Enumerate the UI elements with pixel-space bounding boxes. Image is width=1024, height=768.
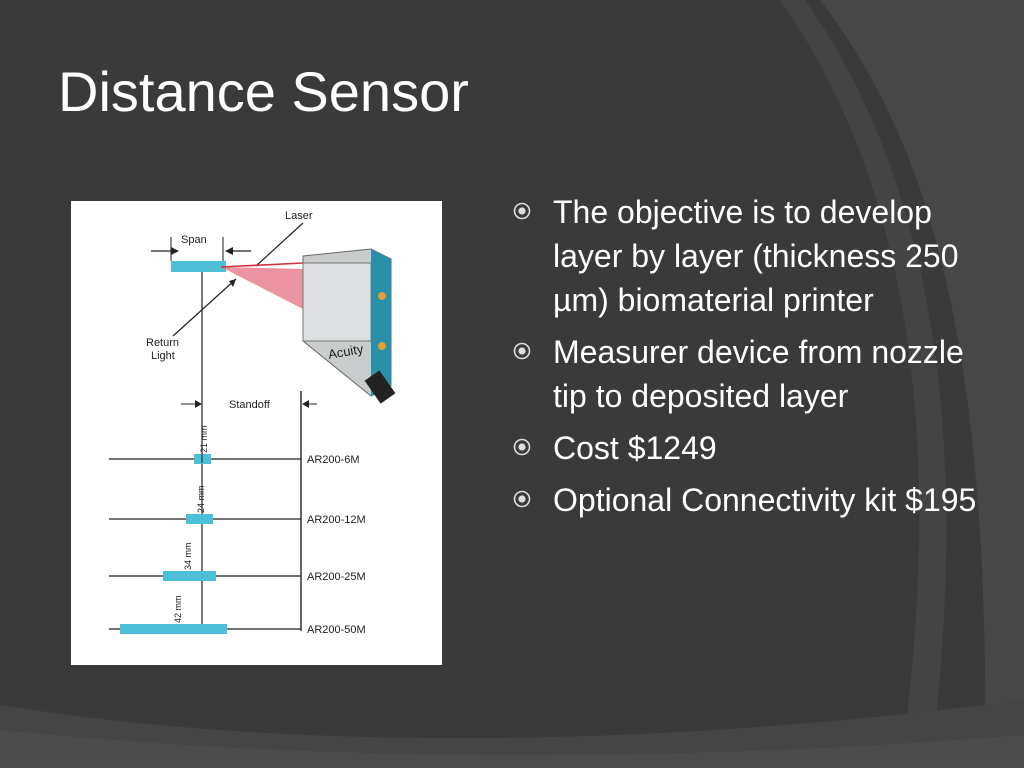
bullet-item: Cost $1249 [508,426,978,470]
bullet-item: Measurer device from nozzle tip to depos… [508,330,978,418]
span-value: 21 mm [199,425,209,453]
return-light-label-line2: Light [151,350,175,362]
span-bar [120,624,227,634]
span-bar [171,261,226,272]
bullet-item: The objective is to develop layer by lay… [508,190,978,322]
return-light-label-line1: Return [146,337,179,349]
bullet-text: Measurer device from nozzle tip to depos… [553,334,964,414]
model-row: 24 mm AR200-12M [109,485,366,526]
span-value: 24 mm [196,485,206,513]
span-label: Span [181,234,207,246]
acuity-sensor-device: Acuity [302,248,396,404]
span-bar [186,514,213,524]
span-bar [163,571,216,581]
bullet-list: The objective is to develop layer by lay… [508,190,978,530]
bullet-text: Optional Connectivity kit $195 [553,482,977,518]
slide-title: Distance Sensor [58,60,469,123]
model-row: 42 mm AR200-50M [109,595,366,636]
model-row: 21 mm AR200-6M [109,425,360,466]
laser-beam [221,267,303,309]
model-label: AR200-6M [307,454,360,466]
model-label: AR200-50M [307,624,366,636]
span-value: 42 mm [173,595,183,623]
laser-label: Laser [285,210,313,222]
model-row: 34 mm AR200-25M [109,542,366,583]
model-label: AR200-12M [307,514,366,526]
bullet-text: Cost $1249 [553,430,717,466]
circled-dot-icon [513,438,531,456]
model-label: AR200-25M [307,571,366,583]
standoff-label: Standoff [229,399,271,411]
distance-sensor-diagram: Laser Span Acuity Return Light [71,201,442,665]
circled-dot-icon [513,342,531,360]
circled-dot-icon [513,202,531,220]
bullet-text: The objective is to develop layer by lay… [553,194,959,318]
circled-dot-icon [513,490,531,508]
span-value: 34 mm [183,542,193,570]
brand-label: Acuity [327,341,365,362]
bullet-item: Optional Connectivity kit $195 [508,478,978,522]
